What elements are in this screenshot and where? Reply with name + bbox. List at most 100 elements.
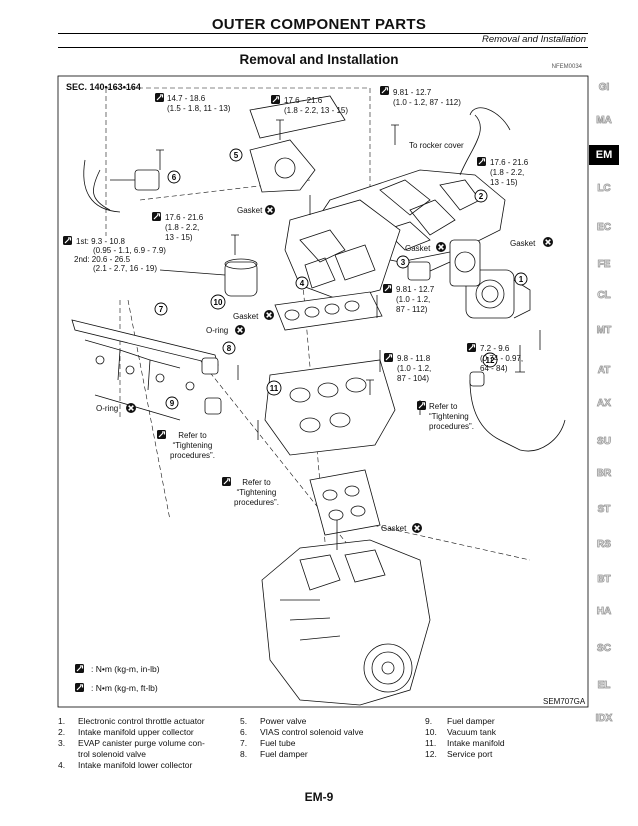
tab-ax[interactable]: AX — [597, 398, 612, 410]
tab-lc[interactable]: LC — [597, 183, 611, 195]
figure-code: SEM707GA — [543, 697, 586, 706]
gasket-label: Gasket — [233, 312, 259, 321]
torque-label-1st-detail: (0.95 - 1.1, 6.9 - 7.9) — [93, 246, 166, 255]
page-number: EM-9 — [304, 790, 334, 804]
tab-em[interactable]: EM — [589, 145, 619, 165]
refer-line: procedures”. — [234, 498, 279, 507]
callout-12: 12 — [482, 352, 498, 368]
item-number: 9. — [425, 716, 433, 726]
manifold-gasket-shape — [309, 469, 381, 536]
item-number: 5. — [240, 716, 248, 726]
item-text: Fuel tube — [260, 738, 296, 748]
torque-label-1st: 1st: 9.3 - 10.8 — [76, 237, 125, 246]
torque-label-3: 9.81 - 12.7 (1.0 - 1.2, 87 - 112) — [393, 88, 461, 108]
item-text: Fuel damper — [447, 716, 495, 726]
callout-4: 4 — [295, 276, 309, 290]
svg-text:5: 5 — [234, 151, 239, 160]
item-number: 2. — [58, 727, 66, 737]
tab-ma[interactable]: MA — [596, 115, 612, 127]
callout-3: 3 — [396, 255, 410, 269]
item-text: Vacuum tank — [447, 727, 496, 737]
tab-st[interactable]: ST — [597, 504, 611, 516]
service-port-hose-shape — [469, 345, 566, 452]
torque-detail: 13 - 15) — [165, 233, 193, 242]
item-number: 3. — [58, 738, 66, 748]
svg-text:1: 1 — [519, 275, 524, 284]
subheader-rule — [58, 47, 588, 48]
gasket-label: Gasket — [405, 244, 431, 253]
gasket-label: Gasket — [237, 206, 263, 215]
torque-value: 17.6 - 21.6 — [284, 96, 323, 105]
list-item: 7. Fuel tube — [240, 738, 415, 749]
item-text: Service port — [447, 749, 493, 759]
torque-value: 9.8 - 11.8 — [397, 354, 431, 363]
torque-value: 17.6 - 21.6 — [165, 213, 204, 222]
item-text: trol solenoid valve — [78, 749, 147, 759]
torque-value: 17.6 - 21.6 — [490, 158, 529, 167]
tab-bt[interactable]: BT — [597, 574, 611, 586]
torque-detail: 13 - 15) — [490, 178, 518, 187]
tab-rs[interactable]: RS — [597, 539, 612, 551]
header-rule — [58, 33, 588, 34]
torque-detail: (1.8 - 2.2, — [490, 168, 525, 177]
vacuum-tank-shape — [159, 258, 258, 297]
torque-detail: 87 - 104) — [397, 374, 430, 383]
item-number: 6. — [240, 727, 248, 737]
refer-line: Refer to — [178, 431, 207, 440]
torque-label-7: 9.81 - 12.7 (1.0 - 1.2, 87 - 112) — [396, 285, 434, 315]
item-text: VIAS control solenoid valve — [260, 727, 364, 737]
list-item: 8. Fuel damper — [240, 749, 415, 760]
callout-9: 9 — [165, 396, 179, 410]
torque-label-9: 7.2 - 9.6 (0.74 - 0.97, 64 - 84) — [480, 344, 523, 374]
torque-label-2: 17.6 - 21.6 (1.8 - 2.2, 13 - 15) — [284, 96, 348, 116]
torque-detail: (1.5 - 1.8, 11 - 13) — [167, 104, 231, 113]
tab-cl[interactable]: CL — [597, 290, 611, 302]
tab-el[interactable]: EL — [597, 680, 611, 692]
tab-idx[interactable]: IDX — [595, 713, 613, 725]
gasket-label: Gasket — [510, 239, 536, 248]
torque-detail: (1.0 - 1.2, 87 - 112) — [393, 98, 461, 107]
tab-gi[interactable]: GI — [598, 82, 610, 94]
refer-tightening-note: Refer to “Tightening procedures”. — [234, 478, 279, 508]
lower-collector-gasket-shape — [274, 291, 383, 331]
parts-list-column-1: 1.Electronic control throttle actuator 2… — [58, 716, 233, 771]
torque-label-5: 17.6 - 21.6 (1.8 - 2.2, 13 - 15) — [165, 213, 203, 243]
refer-tightening-note: Refer to “Tightening procedures”. — [170, 431, 215, 461]
section-title: Removal and Installation — [239, 52, 399, 67]
page-title: OUTER COMPONENT PARTS — [211, 16, 427, 33]
assembly-guide-lines — [105, 87, 531, 601]
callout-2: 2 — [474, 189, 488, 203]
parts-list-column-2: 5.Power valve 6.VIAS control solenoid va… — [240, 716, 415, 760]
item-text: Electronic control throttle actuator — [78, 716, 205, 726]
tab-at[interactable]: AT — [597, 365, 611, 377]
item-number: 7. — [240, 738, 248, 748]
torque-value: 9.81 - 12.7 — [393, 88, 432, 97]
evap-solenoid-shape — [407, 261, 451, 281]
torque-detail: (1.8 - 2.2, 13 - 15) — [284, 106, 349, 115]
item-text: Intake manifold lower collector — [78, 760, 193, 770]
torque-detail: 64 - 84) — [480, 364, 508, 373]
legend-ft-lb: : N•m (kg-m, ft-lb) — [91, 683, 158, 693]
list-item: 1.Electronic control throttle actuator — [58, 716, 233, 727]
tab-br[interactable]: BR — [596, 468, 612, 480]
torque-detail: (1.0 - 1.2, — [396, 295, 431, 304]
callout-5: 5 — [229, 148, 243, 162]
tab-ha[interactable]: HA — [596, 606, 612, 618]
tab-sc[interactable]: SC — [597, 643, 612, 655]
torque-label-2nd: 2nd: 20.6 - 26.5 — [74, 255, 131, 264]
refer-line: Refer to — [242, 478, 271, 487]
tab-su[interactable]: SU — [597, 436, 612, 448]
callout-11: 11 — [266, 380, 282, 396]
torque-label-4: 17.6 - 21.6 (1.8 - 2.2, 13 - 15) — [490, 158, 528, 188]
item-text: Fuel damper — [260, 749, 308, 759]
tab-ec[interactable]: EC — [597, 222, 612, 234]
tab-fe[interactable]: FE — [597, 259, 611, 271]
o-ring-label: O-ring — [96, 404, 119, 413]
item-number: 8. — [240, 749, 248, 759]
tab-mt[interactable]: MT — [596, 325, 612, 337]
item-text: EVAP canister purge volume con- — [78, 738, 205, 748]
list-item: 11.Intake manifold — [425, 738, 602, 749]
parts-list-column-3: 9.Fuel damper 10.Vacuum tank 11.Intake m… — [425, 716, 602, 760]
fuel-damper-shapes — [201, 357, 222, 415]
torque-detail: 87 - 112) — [396, 305, 428, 314]
